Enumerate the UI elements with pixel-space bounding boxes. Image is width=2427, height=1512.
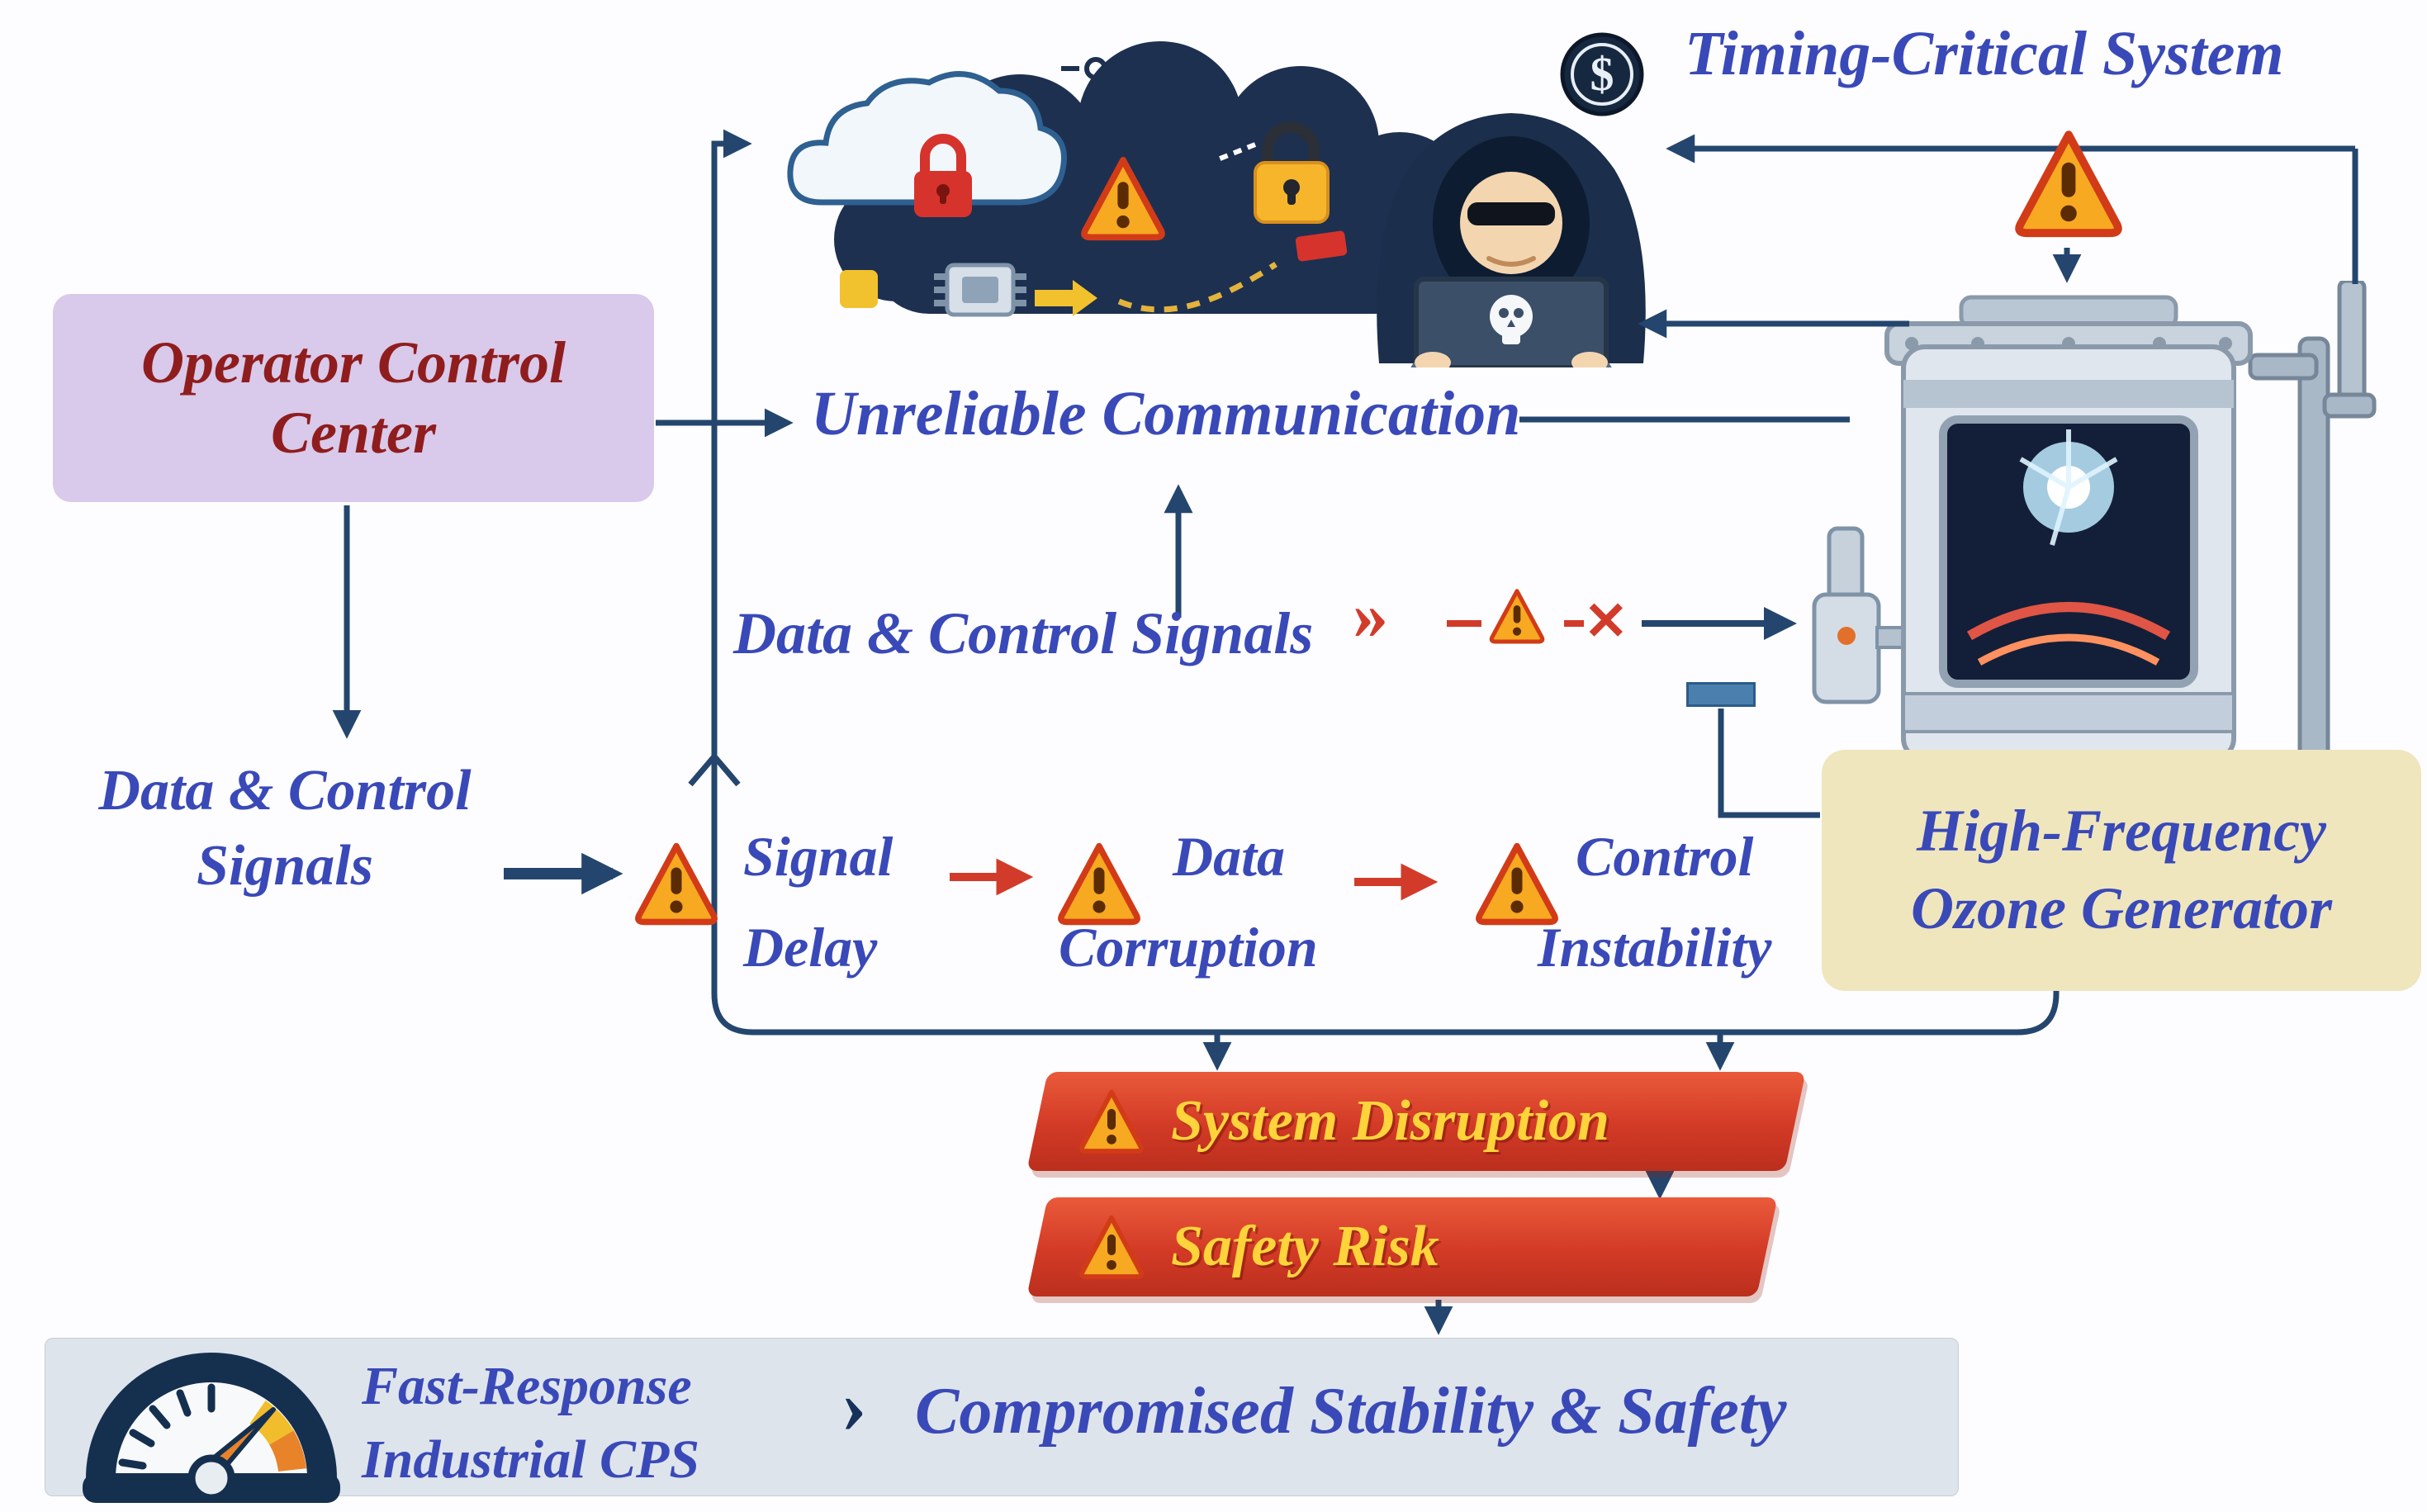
red-chevrons-mark: » xyxy=(1353,575,1388,654)
warning-triangle-icon xyxy=(1074,1087,1150,1156)
fast-response-label: Fast-Response Industrial CPS xyxy=(362,1356,700,1491)
compromised-label: Compromised Stability & Safety xyxy=(915,1375,1787,1448)
red-cross-mark: ✕ xyxy=(1584,592,1628,651)
signal-delay-line2: Delay xyxy=(743,916,878,979)
ozone-label-line2: Ozone Generator xyxy=(1910,875,2332,941)
red-block-icon xyxy=(1295,230,1348,262)
warning-triangle-icon xyxy=(1485,586,1549,646)
warning-triangle-icon xyxy=(628,839,725,928)
hacker-icon xyxy=(1377,113,1646,367)
system-disruption-banner: System Disruption xyxy=(1026,1072,1806,1171)
flow-arrow-icon xyxy=(1035,280,1097,316)
sensor-block xyxy=(1686,682,1756,707)
gauge-icon xyxy=(83,1353,340,1503)
dashed-signal xyxy=(1216,142,1257,162)
data-block-icon xyxy=(840,270,878,308)
operator-label-line1: Operator Control xyxy=(140,329,566,396)
data-control-signals-left-label: Data & Control Signals xyxy=(98,759,472,898)
system-disruption-label: System Disruption xyxy=(1171,1089,1609,1153)
node-icon xyxy=(1061,57,1107,80)
flow-chevron: › xyxy=(841,1361,867,1449)
data-control-signals-mid-label: Data & Control Signals xyxy=(733,600,1314,666)
bottom-result-bar xyxy=(45,1338,1959,1496)
safety-risk-label: Safety Risk xyxy=(1171,1215,1439,1278)
red-padlock-icon xyxy=(914,134,972,217)
cyber-attack-illustration xyxy=(787,32,1646,367)
ozone-generator-box: High-Frequency Ozone Generator xyxy=(1822,750,2421,991)
unreliable-communication-label: Unreliable Communication xyxy=(811,379,1521,448)
sunglasses-icon xyxy=(1467,202,1555,225)
ozone-generator-illustration xyxy=(1812,281,2377,822)
control-instability-line1: Control xyxy=(1576,825,1754,888)
control-instability-line2: Instability xyxy=(1538,916,1772,979)
warning-triangle-icon xyxy=(1074,1212,1150,1282)
fork-mark xyxy=(688,751,741,787)
yellow-padlock-icon xyxy=(1254,121,1330,224)
operator-label-line2: Center xyxy=(270,400,436,466)
signal-delay-line1: Signal xyxy=(743,825,894,888)
indicator-light xyxy=(1837,627,1856,645)
side-valve xyxy=(1827,526,1865,605)
skull-icon xyxy=(1490,295,1533,344)
warning-triangle-icon xyxy=(2007,126,2131,241)
arrow-up-to-cloud xyxy=(711,129,752,423)
data-corruption-line1: Data xyxy=(1173,825,1285,888)
chip-icon xyxy=(934,263,1026,317)
safety-risk-banner: Safety Risk xyxy=(1026,1197,1778,1296)
operator-control-center-box: Operator Control Center xyxy=(53,294,654,502)
dollar-sign: $ xyxy=(1590,47,1614,101)
dashed-path xyxy=(1117,262,1277,313)
ozone-label-line1: High-Frequency xyxy=(1917,798,2326,865)
timing-critical-label: Timing-Critical System xyxy=(1685,19,2284,88)
data-corruption-line2: Corruption xyxy=(1059,916,1318,979)
cloud-icon xyxy=(787,71,1067,206)
dollar-coin-icon xyxy=(1560,32,1644,116)
